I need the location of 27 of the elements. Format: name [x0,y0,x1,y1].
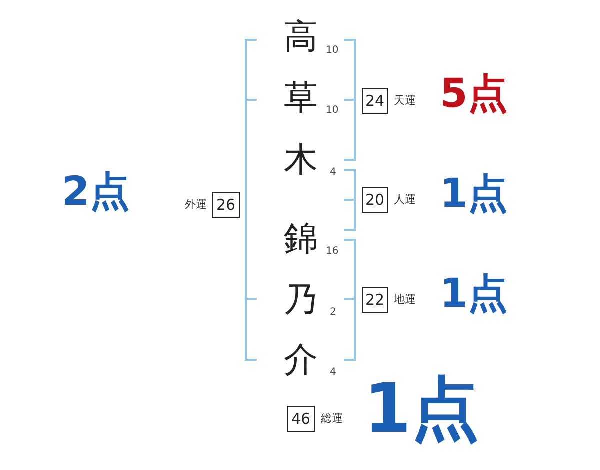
fortune-label: 人運 [394,194,416,205]
score-text: 2点 [62,172,130,212]
score-text: 1点 [440,274,508,314]
number-box: 46 [287,406,315,432]
stroke-count: 16 [326,247,339,257]
name-character: 介 [284,343,318,377]
fortune-label: 地運 [394,294,416,305]
score-text: 1点 [364,376,480,444]
name-character: 草 [284,81,318,115]
stroke-count: 2 [330,308,336,318]
score-text: 5点 [440,74,508,114]
stroke-count: 10 [326,46,339,56]
stroke-count: 4 [330,368,336,378]
number-box: 22 [362,287,388,313]
name-character: 高 [284,20,318,54]
stroke-count: 10 [326,106,339,116]
name-character: 乃 [284,283,318,317]
name-character: 錦 [284,222,318,256]
fortune-label: 総運 [321,413,343,424]
fortune-label: 外運 [185,199,207,210]
number-box: 20 [362,187,388,213]
number-box: 26 [212,192,240,218]
name-character: 木 [284,143,318,177]
score-text: 1点 [440,174,508,214]
fortune-label: 天運 [394,95,416,106]
number-box: 24 [362,88,388,114]
stroke-count: 4 [330,168,336,178]
